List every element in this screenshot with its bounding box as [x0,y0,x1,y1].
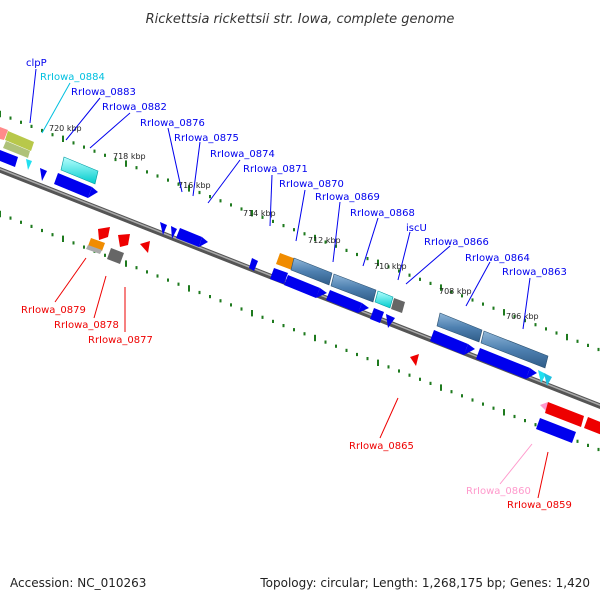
pseudo-feature [540,402,548,411]
gene-feature [391,298,405,313]
kbp-tick-label: 706 kbp [506,312,539,321]
gene-feature [270,268,288,284]
gene-feature [464,344,475,355]
gene-feature [98,227,110,240]
gene-feature [88,187,98,198]
gene-feature [107,248,124,264]
gene-feature [358,303,369,313]
rrna-feature [26,159,32,170]
rrna-feature [60,156,99,185]
gene-label: RrIowa_0879 [21,305,86,316]
gene-feature [88,238,105,251]
gene-feature [176,228,202,247]
gene-label: RrIowa_0859 [507,500,572,511]
forward-strand-features [0,127,552,386]
gene-feature [386,314,395,328]
gene-feature [0,150,18,167]
gene-labels: clpP RrIowa_0884 RrIowa_0883 RrIowa_0882… [21,58,572,511]
gene-feature [410,354,419,366]
gene-label: RrIowa_0868 [350,208,415,219]
rrna-feature [544,373,552,386]
gene-label: RrIowa_0869 [315,192,380,203]
gene-feature [276,253,296,270]
gene-label: RrIowa_0875 [174,133,239,144]
gene-feature [584,417,600,435]
gene-label: RrIowa_0863 [502,267,567,278]
cds-bar [290,257,333,286]
gene-label: RrIowa_0882 [102,102,167,113]
gene-feature [40,168,47,181]
kbp-tick-label: 720 kbp [49,124,82,133]
gene-label: RrIowa_0876 [140,118,205,129]
gene-label: iscU [406,223,427,234]
cds-bar [480,330,549,369]
kbp-tick-label: 710 kbp [374,262,407,271]
gene-label: RrIowa_0877 [88,335,153,346]
gene-feature [536,418,576,443]
gene-feature [370,308,384,323]
gene-feature [526,368,537,379]
map-title: Rickettsia rickettsii str. Iowa, complet… [146,12,455,27]
kbp-tick-label: 714 kbp [243,209,276,218]
rrna-feature [374,290,394,309]
gene-feature [316,288,327,298]
gene-feature [0,127,8,140]
gene-label: RrIowa_0883 [71,87,136,98]
gene-label: RrIowa_0866 [424,237,489,248]
gene-feature [476,348,530,379]
gene-feature [326,290,362,313]
gene-label: RrIowa_0865 [349,441,414,452]
gene-label: RrIowa_0874 [210,149,275,160]
genome-summary-text: Topology: circular; Length: 1,268,175 bp… [259,576,590,590]
kbp-tick-label: 708 kbp [439,287,472,296]
gene-feature [86,245,102,254]
gene-label: RrIowa_0860 [466,486,531,497]
gene-feature [5,131,34,151]
rrna-feature [538,370,546,383]
kbp-tick-label: 712 kbp [308,236,341,245]
gene-feature [171,226,177,239]
gene-label: RrIowa_0878 [54,320,119,331]
cds-bar [330,273,377,303]
gene-feature [54,173,92,198]
gene-feature [199,237,208,247]
gene-label: RrIowa_0864 [465,253,530,264]
gene-feature [545,402,584,427]
gene-label: RrIowa_0884 [40,72,105,83]
gene-feature [249,258,258,271]
kbp-tick-labels: 720 kbp 718 kbp 716 kbp 714 kbp 712 kbp … [49,124,539,321]
cds-bar [436,312,483,343]
gene-feature [430,330,468,355]
gene-label: clpP [26,58,47,69]
tick-dot-rows [0,110,600,452]
gene-label: RrIowa_0870 [279,179,344,190]
accession-text: Accession: NC_010263 [10,576,146,590]
label-leader-lines [29,68,549,499]
gene-label: RrIowa_0871 [243,164,308,175]
gene-feature [160,222,167,235]
reverse-strand-features [86,227,600,443]
gene-feature [118,234,130,247]
gene-feature [284,275,320,298]
gene-feature [140,241,150,253]
gene-feature [3,141,30,158]
kbp-tick-label: 718 kbp [113,152,146,161]
